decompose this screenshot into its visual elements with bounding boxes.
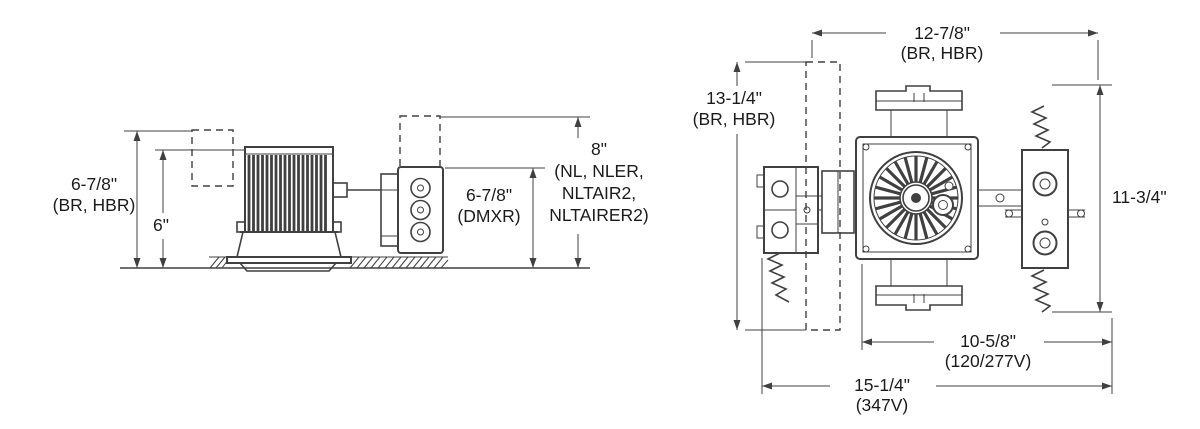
- dim-label: (BR, HBR): [53, 195, 136, 215]
- dim-label: 10-5/8": [960, 331, 1016, 351]
- dim-label: (347V): [856, 395, 909, 415]
- finned-led-heatsink-circle: [869, 151, 963, 245]
- junction-box-left: [756, 166, 819, 303]
- coiled-wire: [1030, 269, 1052, 313]
- dim-label: NLTAIR2,: [562, 183, 636, 203]
- dim-recess-depth: 6": [153, 149, 245, 268]
- dim-label: 6-7/8": [466, 185, 512, 205]
- bottom-mounting-bracket: [875, 259, 963, 311]
- ceiling-hatch: [120, 256, 590, 269]
- trim-reflector: [226, 231, 352, 272]
- top-mounting-bracket: [875, 85, 963, 137]
- dim-label: 6-7/8": [71, 174, 117, 194]
- coiled-wire: [1030, 105, 1052, 149]
- dim-label: 11-3/4": [1112, 187, 1167, 207]
- dim-label: (NL, NLER,: [554, 161, 643, 181]
- dim-label: (BR, HBR): [693, 109, 776, 129]
- dashed-housing-outline-left: [191, 129, 234, 187]
- dim-label: (120/277V): [945, 351, 1032, 371]
- dim-label: NLTAIRER2): [549, 205, 649, 225]
- mounting-bracket-arm: [332, 182, 381, 198]
- heatsink-finned-module: [236, 146, 342, 233]
- dim-label: 13-1/4": [706, 88, 762, 108]
- dim-label: (DMXR): [457, 206, 520, 226]
- dim-height-dmxr: 6-7/8" (DMXR): [445, 167, 545, 268]
- mounting-plate: [855, 136, 979, 260]
- dim-frame-height: 11-3/4": [1052, 84, 1167, 313]
- dim-label: 12-7/8": [914, 23, 970, 43]
- dim-depth-br-hbr: 13-1/4" (BR, HBR): [693, 61, 806, 331]
- dim-width-347: 15-1/4" (347V): [761, 258, 1112, 415]
- dim-label: 6": [153, 215, 169, 235]
- junction-box-right: [978, 105, 1085, 313]
- coiled-wire: [766, 252, 790, 303]
- side-view: 6-7/8" (BR, HBR) 6" 6-7/8" (DMXR) 8" (NL…: [53, 115, 649, 272]
- driver-connector-block: [818, 170, 855, 234]
- dim-label: 15-1/4": [854, 375, 910, 395]
- dim-label: (BR, HBR): [901, 43, 984, 63]
- dim-width-120-277: 10-5/8" (120/277V): [861, 264, 1113, 394]
- dashed-junction-outline: [399, 115, 441, 168]
- dim-height-br-hbr: 6-7/8" (BR, HBR): [53, 130, 192, 268]
- dim-label: 8": [591, 139, 607, 159]
- dim-height-nl: 8" (NL, NLER, NLTAIR2, NLTAIRER2): [440, 116, 649, 268]
- junction-box-side: [380, 166, 444, 254]
- top-view: 12-7/8" (BR, HBR) 13-1/4" (BR, HBR) 11-3…: [693, 23, 1167, 415]
- dim-width-br-hbr: 12-7/8" (BR, HBR): [811, 23, 1099, 80]
